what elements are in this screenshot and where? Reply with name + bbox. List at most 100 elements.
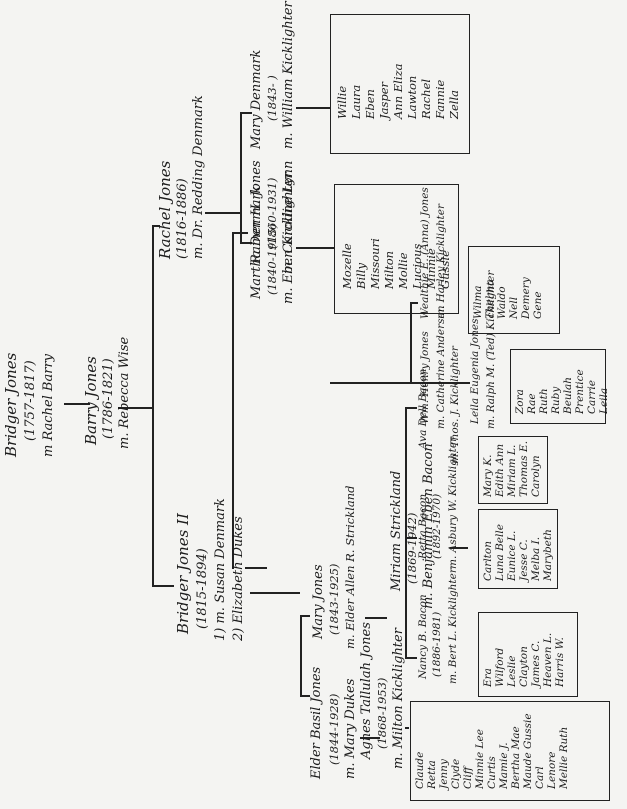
child-name: Demery [520,277,532,319]
child-name: Zora [514,389,526,414]
child-name: Bertha Mae [510,726,522,789]
child-name: Marybeth [542,529,554,581]
child-name: Willie [335,85,349,119]
line-mary-jones-down [365,617,387,619]
child-name: Billy [354,263,368,289]
root-dates: (1757-1817) [23,360,38,441]
child-name: Gene [532,291,544,319]
line-ramer-down [330,382,410,384]
agnes-spouse: m. Milton Kicklighter [391,628,406,769]
mary-denmark-spouse: m. William Kicklighter [281,1,296,149]
line-mary-box [296,107,330,109]
line-rachel-down [205,212,240,214]
wealthie-name: Wealthie E. (Anna) Jones [419,187,431,319]
child-name: Carolyn [530,455,542,497]
miriam-name: Miriam Strickland [389,470,404,591]
child-name: Jesse C. [518,539,530,581]
child-name: Carrie [586,380,598,414]
mary-denmark-dates: (1843- ) [265,75,279,121]
nancy-dates: (1886-1981) [431,611,443,677]
barry-dates: (1786-1821) [101,358,116,439]
child-name: Mozelle [340,243,354,289]
line-bridger2-down [250,592,300,594]
child-name: Ruby [550,386,562,414]
child-name: Mamie J. [498,742,510,789]
line-to-nancy [405,657,417,659]
barry-name: Barry Jones [82,356,100,445]
child-name: Prentice [574,369,586,414]
child-name: Luna Belle [494,524,506,581]
ramer-spouse: m. Caroline Lynn [281,160,296,274]
mary-jones-name: Mary Jones [311,564,326,639]
ramer-name: Ramer H. Jones [249,160,264,264]
child-name: James C. [530,640,542,687]
child-name: Lawton [405,75,419,119]
line-to-bridger2 [152,585,174,587]
line-to-ava [405,407,417,409]
child-name: Leslie [506,655,518,687]
child-name: Carl [534,766,546,789]
child-name: Eben [363,89,377,119]
child-name: Era [482,668,494,687]
line-elizabeth-down [245,567,267,569]
child-name: Beulah [562,376,574,414]
child-name: Wilma [472,285,484,319]
rachel-name: Rachel Jones [156,160,174,259]
child-name: Maude Gussie [522,713,534,789]
child-name: Wilford [494,647,506,687]
child-name: Milton [382,250,396,289]
child-name: Leila [598,387,610,414]
wm-henry-spouse: m. Catherine Andersen [435,305,447,429]
agnes-dates: (1868-1953) [375,677,389,749]
child-name: Edith Ann [494,443,506,497]
child-name: Ann Eliza [391,63,405,119]
child-name: Waldo [496,286,508,319]
mary-jones-dates: (1843-1925) [327,563,341,635]
child-name: Miriam L. [506,444,518,497]
child-name: Eunice L. [506,530,518,581]
child-name: Clayton [518,646,530,687]
wealthie-spouse: m. Harley Kicklighter [435,203,447,319]
rachel-dates: (1816-1886) [175,178,190,259]
child-name: Heaven L. [542,632,554,687]
root-spouse: m Rachel Barry [41,353,56,457]
child-name: Clyde [450,758,462,789]
child-name: Melba I. [530,536,542,581]
child-name: Lenore [546,751,558,789]
child-name: Minnie Lee [474,729,486,789]
child-name: Jasper [377,81,391,119]
elder-name: Elder Basil Jones [309,666,324,779]
child-name: Cliff [462,766,474,789]
line-gen3-bar [152,227,154,587]
nancy-spouse: m. Bert L. Kicklighter [447,568,459,684]
elder-dates: (1844-1928) [327,693,341,765]
child-name: Mellie Ruth [558,726,570,789]
child-name: Nell [508,296,520,319]
leila-spouse: m. Ralph M. (Ted) Kicklighter [485,270,497,429]
child-name: Retta [426,760,438,789]
child-name: Rae [526,393,538,414]
child-name: Rachel [419,78,433,119]
agnes-name: Agnes Tallulah Jones [359,622,374,759]
line-to-mary-jones [300,615,310,617]
child-name: Fannie [433,79,447,119]
line-to-ramer [232,232,248,234]
bridger2-spouse2: 2) Elizabeth Dukes [231,516,246,641]
child-name: Laura [349,84,363,119]
bridger2-name: Bridger Jones II [174,513,192,634]
child-name: Harris W. [554,637,566,687]
line-rachel-bar [240,114,242,244]
line-ramer-bar [410,304,412,384]
leila-name: Leila Eugenia Jones [469,318,481,424]
child-name: Carlton [482,541,494,581]
bridger2-spouse1: 1) m. Susan Denmark [213,498,228,641]
ramer-dates: (1860-1931) [265,177,279,249]
child-name: Claude [414,751,426,789]
elder-spouse: m. Mary Dukes [343,678,358,779]
